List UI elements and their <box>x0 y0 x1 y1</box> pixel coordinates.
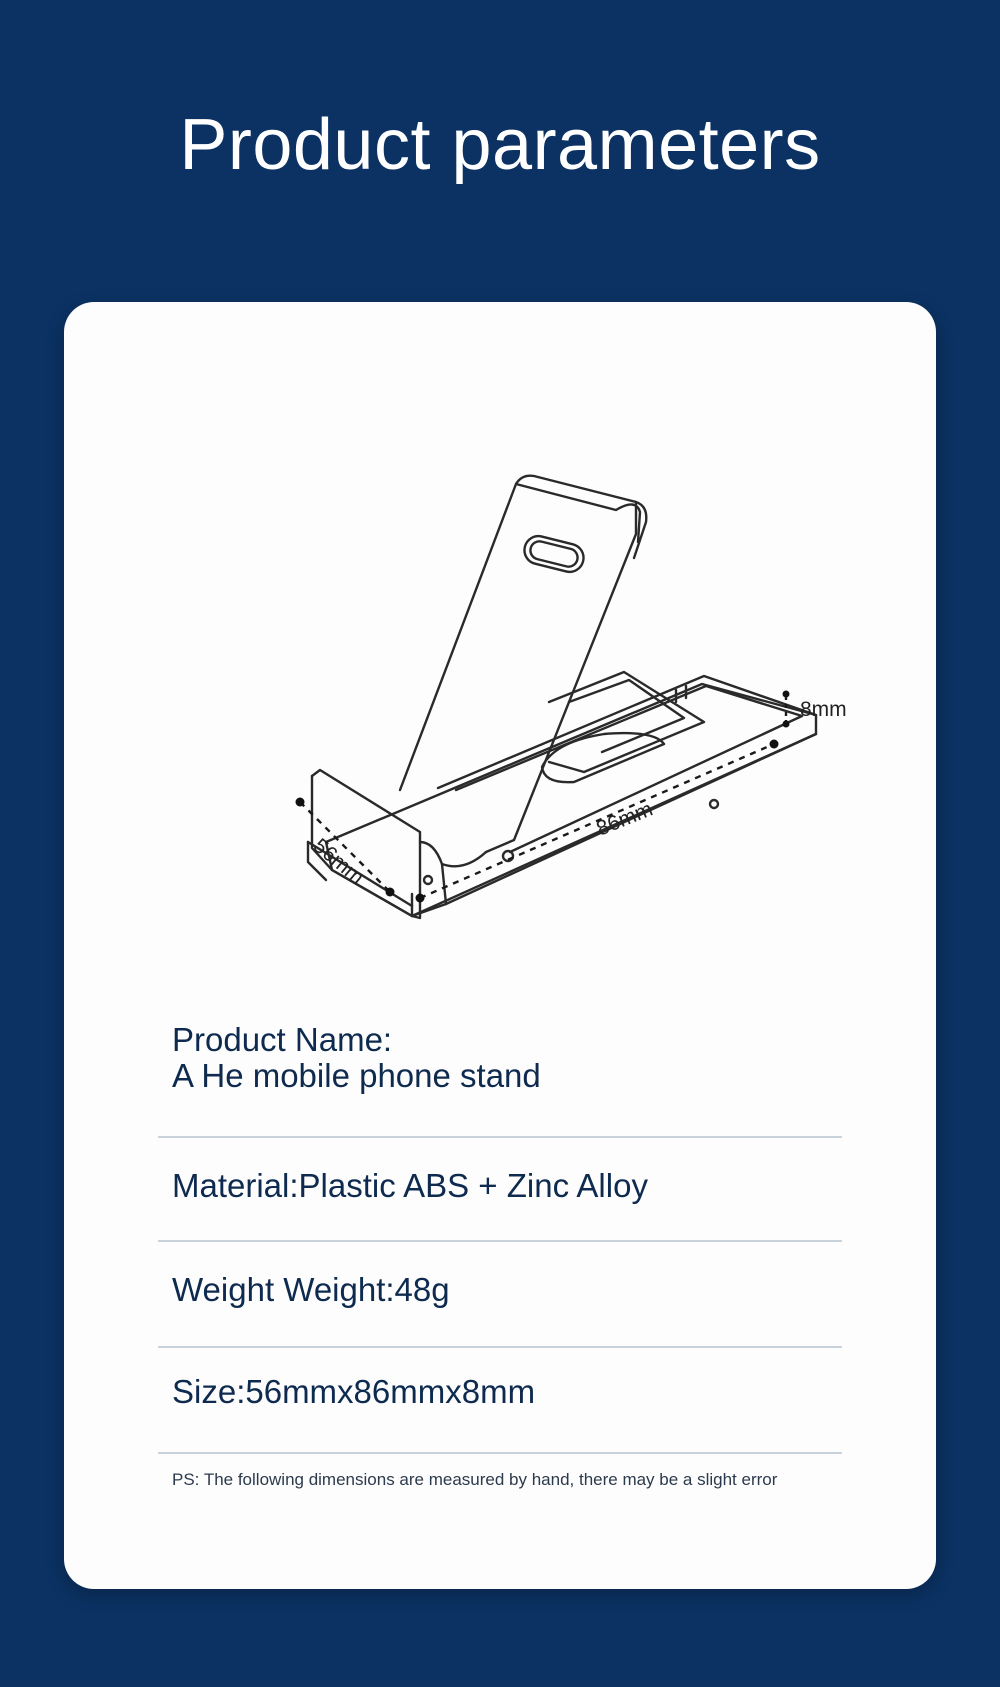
spec-row-name: Product Name: A He mobile phone stand <box>158 1022 842 1138</box>
weight-text: Weight Weight:48g <box>172 1271 450 1308</box>
product-card: 8mm 86mm 56mm Product Name: A He mobile … <box>64 302 936 1589</box>
dimension-length-label: 86mm <box>593 797 656 840</box>
page-title: Product parameters <box>179 105 821 185</box>
support-arm <box>547 670 706 774</box>
ps-note: PS: The following dimensions are measure… <box>172 1470 778 1489</box>
product-name-label: Product Name: <box>172 1021 393 1058</box>
material-text: Material:Plastic ABS + Zinc Alloy <box>172 1167 648 1204</box>
product-name-value: A He mobile phone stand <box>172 1057 541 1094</box>
spec-row-weight: Weight Weight:48g <box>158 1242 842 1348</box>
back-plate <box>398 474 638 854</box>
phone-stand-diagram: 8mm 86mm 56mm <box>224 372 944 932</box>
dimension-height-label: 8mm <box>800 698 847 721</box>
size-text: Size:56mmx86mmx8mm <box>172 1373 536 1410</box>
spec-row-size: Size:56mmx86mmx8mm <box>158 1348 842 1454</box>
front-lip <box>310 768 422 920</box>
stand-base <box>324 682 818 918</box>
spec-row-material: Material:Plastic ABS + Zinc Alloy <box>158 1138 842 1242</box>
